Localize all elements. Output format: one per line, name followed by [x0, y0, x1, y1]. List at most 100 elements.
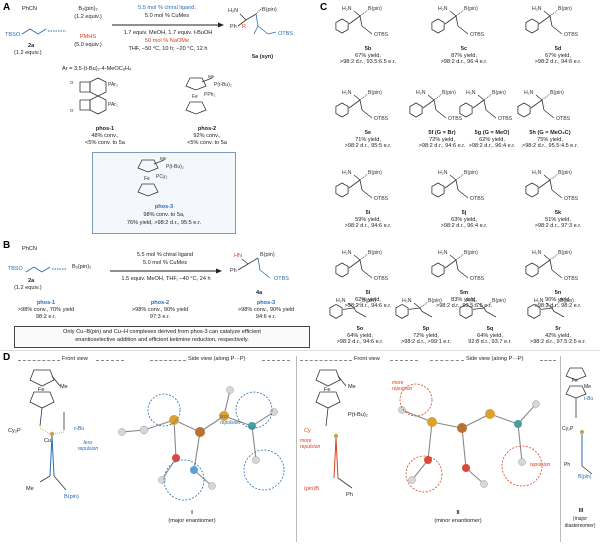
- svg-text:OTBS: OTBS: [470, 32, 485, 38]
- svg-text:H₂N: H₂N: [336, 298, 346, 304]
- panel-d-label: D: [3, 352, 11, 363]
- svg-text:PAr₂: PAr₂: [108, 102, 118, 108]
- d-i-me2: Me: [26, 486, 34, 492]
- d-i-cy2p: Cy₂P: [8, 428, 21, 434]
- svg-text:Me: Me: [208, 74, 215, 79]
- a-product-structure: H₂N B(pin) Ph R OTBS: [228, 7, 293, 37]
- d-front-view-2: Front view: [354, 356, 380, 362]
- compound-id: 5k: [554, 210, 562, 216]
- svg-text:H₂N: H₂N: [342, 250, 352, 256]
- a-reagent2-equiv: (5.0 equiv.): [74, 42, 102, 48]
- d-front-view-2-rule: [300, 360, 352, 361]
- svg-text:TBSO: TBSO: [8, 266, 23, 272]
- b-reaction-arrow: [110, 268, 222, 274]
- a-phos1-r1: 48% conv.,: [91, 133, 119, 139]
- svg-text:B(pin): B(pin): [262, 7, 277, 13]
- svg-text:B(pin): B(pin): [362, 298, 376, 304]
- compound-id: 5c: [460, 46, 468, 52]
- d-iii-sub2: diastereomer): [564, 523, 596, 529]
- svg-text:Me: Me: [160, 156, 167, 161]
- compound-selectivity: >98:2 d.r., 94:6 e.r.: [344, 303, 392, 310]
- a-phos3-box: [92, 152, 236, 234]
- compound-yield: 71% yield,: [355, 136, 381, 143]
- svg-text:OTBS: OTBS: [470, 196, 485, 202]
- compound-id: 5g (G = MeO): [474, 130, 510, 136]
- svg-text:Fe: Fe: [144, 176, 150, 182]
- compound-yield: 83% yield,: [451, 296, 477, 303]
- svg-text:H₂N: H₂N: [438, 170, 448, 176]
- d-ii-more-repulsion-2: more repulsion: [392, 380, 413, 392]
- d-ii-cy: Cy: [304, 428, 311, 434]
- a-cond4: 50 mol % NaOMe: [144, 38, 190, 44]
- compound-selectivity: >98:2 d.r., 97:3 e.r.: [534, 223, 582, 230]
- b-product-structure: HN B(pin) Ph OTBS: [230, 252, 289, 282]
- b-cond1: 5.5 mol % chiral ligand: [136, 252, 194, 258]
- svg-text:H₂N: H₂N: [466, 298, 476, 304]
- svg-text:H₂N: H₂N: [402, 298, 412, 304]
- d-structure-iii: [565, 367, 593, 475]
- a-reaction-arrow: [112, 22, 224, 28]
- compound-selectivity: >98:2 d.r., 95.5:4.5 e.r.: [521, 143, 579, 150]
- d-i-less-repulsion-2: less repulsion: [220, 414, 241, 426]
- compound-yield: 67% yield,: [545, 52, 571, 59]
- svg-text:H₂N: H₂N: [228, 8, 238, 14]
- d-structure-i-front: [29, 369, 67, 491]
- d-i-bpin: B(pin): [64, 494, 79, 500]
- svg-text:OTBS: OTBS: [470, 276, 485, 282]
- compound-id: 5p: [422, 326, 430, 332]
- compound-yield: 75% yield,: [537, 136, 563, 143]
- d-i-label: I: [191, 510, 193, 516]
- svg-text:H₂N: H₂N: [342, 90, 352, 96]
- compound-yield: 42% yield,: [545, 332, 571, 339]
- a-phos3-structure: Fe Me P(t-Bu)₂ PCy₂: [137, 156, 184, 197]
- compound-yield: 90% yield,: [545, 296, 571, 303]
- a-phos2-structure: Fe Me P(t-Bu)₂ PPh₂: [185, 74, 232, 115]
- d-front-view-2-rule: [390, 360, 418, 361]
- d-iii-sub1: (major: [572, 516, 588, 522]
- svg-text:B(pin): B(pin): [368, 170, 382, 176]
- svg-text:O: O: [70, 108, 74, 113]
- b-result-l2: 97:3 e.r.: [149, 314, 171, 320]
- compound-selectivity: >98:2 d.r., >99:1 e.r.: [400, 339, 452, 346]
- svg-text:O: O: [70, 80, 74, 85]
- d-i-sub: (major enantiomer): [168, 518, 216, 524]
- panel-b-label: B: [3, 240, 11, 251]
- compound-selectivity: >98:2 d.r., 93.5:6.5 e.r.: [339, 59, 397, 66]
- svg-text:OTBS: OTBS: [556, 116, 571, 122]
- svg-text:OTBS: OTBS: [498, 116, 513, 122]
- svg-text:PPh₂: PPh₂: [204, 92, 215, 98]
- b-product-label: 4a: [256, 290, 263, 296]
- a-product-label: 5a (syn): [252, 54, 274, 60]
- svg-text:P(t-Bu)₂: P(t-Bu)₂: [214, 82, 232, 88]
- compound-selectivity: >98:2 d.r., 97.5:2.5 e.r.: [529, 339, 587, 346]
- svg-text:H₂N: H₂N: [532, 250, 542, 256]
- b-sm2-label: 2a: [28, 278, 35, 284]
- d-side-view-2-rule: [540, 360, 556, 361]
- d-side-view-2: Side view (along P···P): [466, 356, 524, 362]
- b-result-l2: 98:2 e.r.: [35, 314, 57, 320]
- a-cond2: 5.0 mol % CuMes: [144, 13, 190, 19]
- compound-yield: 67% yield,: [355, 52, 381, 59]
- svg-text:H₂N: H₂N: [438, 250, 448, 256]
- svg-text:H₂N: H₂N: [438, 6, 448, 12]
- compound-id: 5q: [486, 326, 494, 332]
- d-iii-label: III: [578, 508, 584, 514]
- svg-text:PAr₂: PAr₂: [108, 82, 118, 88]
- b-cond3: 1.5 equiv. MeOH, THF, −40 °C, 24 h: [121, 276, 211, 282]
- svg-text:B(pin): B(pin): [464, 170, 478, 176]
- b-sm2-equiv: (1.2 equiv.): [14, 285, 42, 291]
- compound-id: 5b: [364, 46, 372, 52]
- a-sm2-equiv: (1.2 equiv.): [14, 50, 42, 56]
- d-ii-more-repulsion: more repulsion: [300, 438, 321, 450]
